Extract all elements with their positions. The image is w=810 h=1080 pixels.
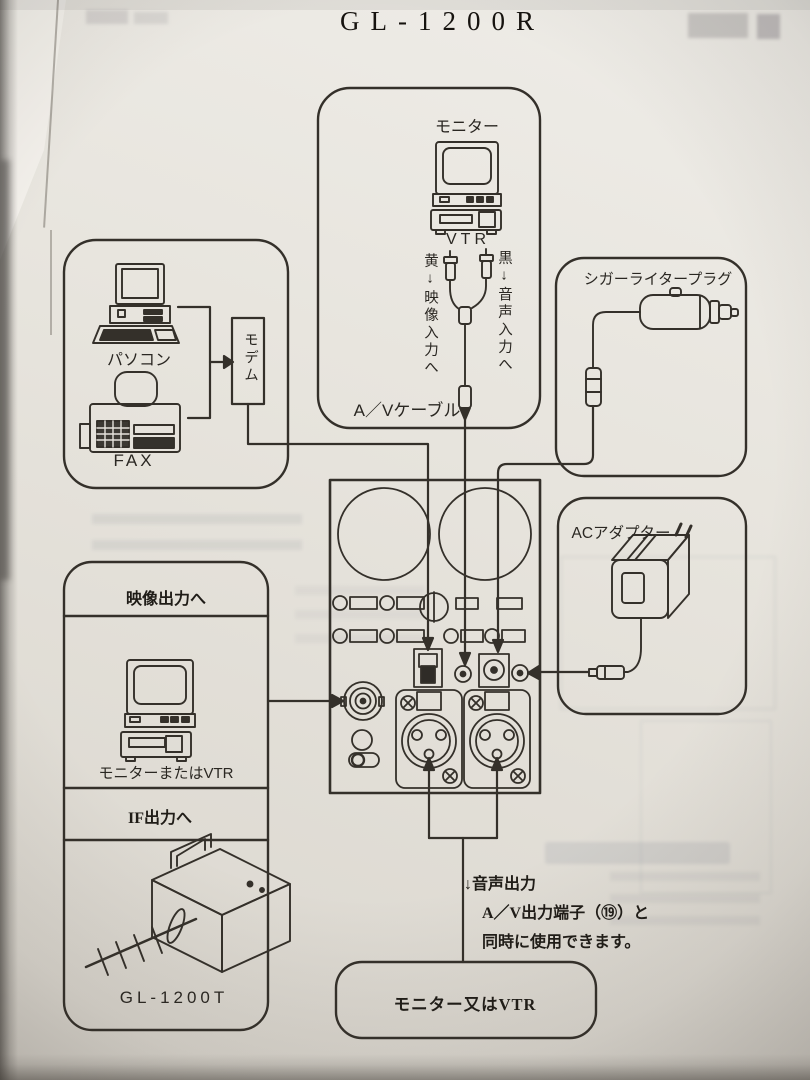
cigar-lighter-plug-illustration <box>585 287 739 407</box>
fax-label: FAX <box>113 451 155 470</box>
monitor-or-vtr-label: モニターまたはVTR <box>98 765 234 782</box>
cigar-lighter-box-outline <box>554 256 748 478</box>
av-cable-to-panel-line <box>458 418 472 667</box>
cigar-lighter-label: シガーライタープラグ <box>583 271 733 288</box>
output-box-outline <box>62 560 270 1032</box>
yellow-plug-note: 黄↓映像入力へ <box>422 253 438 377</box>
small-round-connector <box>351 729 373 751</box>
ac-adapter-box-outline <box>556 496 748 716</box>
slide-switch <box>348 752 380 768</box>
pc-fax-to-modem-line <box>176 305 235 420</box>
monitor-vtr-lower-illustration <box>120 659 196 762</box>
black-plug-note: 黒↓音声入力へ <box>496 250 512 374</box>
modem-label: モデム <box>242 332 258 385</box>
modem-to-panel-line <box>246 402 435 652</box>
dc-in-jack <box>478 653 510 688</box>
page-title: GL-1200R <box>340 6 545 36</box>
video-output-header: 映像出力へ <box>125 591 207 608</box>
gl1200t-label: GL-1200T <box>119 988 229 1007</box>
audio-note-line3: 同時に使用できます。 <box>482 934 641 951</box>
modular-jack <box>413 648 443 688</box>
gl1200r-rear-panel <box>328 478 542 795</box>
bnc-video-connector <box>340 681 385 721</box>
pc-fax-box-outline <box>62 238 290 490</box>
fax-illustration <box>79 371 181 453</box>
ac-adapter-label: ACアダプター <box>571 525 671 542</box>
audio-out-lines <box>422 756 504 964</box>
gl1200t-illustration <box>84 833 291 976</box>
vtr-illustration <box>430 209 502 235</box>
monitor-illustration <box>432 141 502 207</box>
av-cable-illustration <box>443 248 494 421</box>
monitor-or-vtr-box-outline <box>334 960 598 1040</box>
if-output-header: IF出力へ <box>127 810 193 827</box>
av-source-box-outline <box>316 86 542 430</box>
side-power-jack <box>511 664 529 682</box>
vtr-label: VTR <box>446 231 490 248</box>
audio-note-line1: ↓音声出力 <box>464 876 537 893</box>
audio-note-line2: A／V出力端子（⑲）と <box>482 905 650 922</box>
av-out-mini-jack <box>454 665 472 683</box>
ac-adapter-to-panel-line <box>526 664 591 681</box>
pc-label: パソコン <box>106 352 172 369</box>
av-cable-label: A／Vケーブル <box>353 401 461 420</box>
cigar-plug-to-panel-line <box>491 404 595 654</box>
monitor-label: モニター <box>434 119 500 136</box>
video-out-line <box>266 693 345 709</box>
pc-illustration <box>92 263 180 344</box>
ac-adapter-illustration <box>588 522 693 680</box>
audio-output-note: ↓音声出力 A／V出力端子（⑲）と 同時に使用できます。 <box>464 870 649 957</box>
monitor-or-vtr-bottom-label: モニター又はVTR <box>393 995 537 1014</box>
